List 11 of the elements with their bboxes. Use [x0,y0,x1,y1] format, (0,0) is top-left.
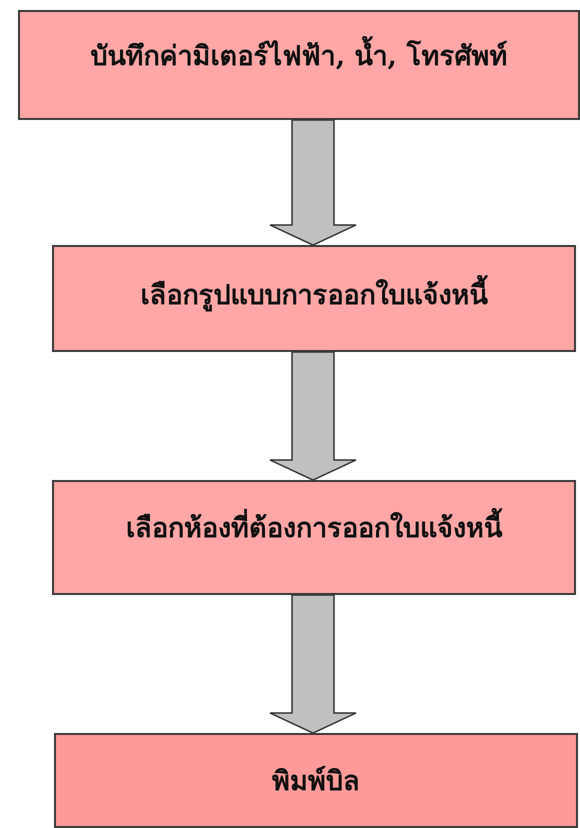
process-box [18,10,580,120]
block-arrow [269,119,357,246]
process-box [52,245,576,352]
block-arrow [269,351,357,481]
step-text: เลือกห้องที่ต้องการออกใบแจ้งหนี้ [126,506,502,549]
block-arrow [269,594,357,734]
step-text: เลือกรูปแบบการออกใบแจ้งหนี้ [140,273,488,316]
step-text: พิมพ์บิล [272,764,360,799]
process-box [54,733,578,828]
step-text: บันทึกค่ามิเตอร์ไฟฟ้า, น้ำ, โทรศัพท์ [90,34,508,77]
process-box [52,480,576,595]
